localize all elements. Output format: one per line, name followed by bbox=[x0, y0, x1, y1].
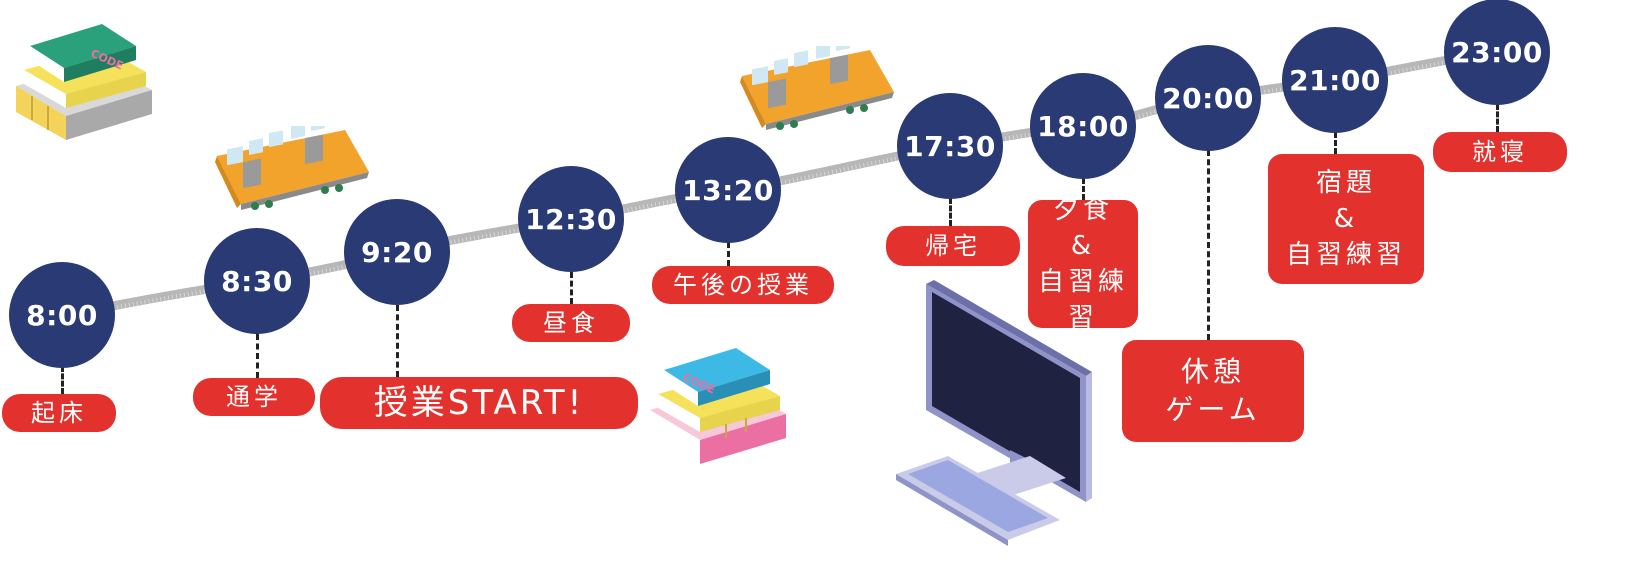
activity-label: 通学 bbox=[193, 378, 315, 416]
desktop-computer-icon bbox=[896, 280, 1092, 546]
activity-label: 授業START! bbox=[320, 377, 638, 429]
time-node: 12:30 bbox=[518, 166, 624, 272]
time-node: 17:30 bbox=[897, 93, 1003, 199]
train-icon bbox=[215, 126, 369, 210]
activity-label: 休憩 ゲーム bbox=[1122, 340, 1304, 442]
time-node: 9:20 bbox=[344, 199, 450, 305]
time-node: 13:20 bbox=[675, 137, 781, 243]
activity-label: 夕食 & 自習練習 bbox=[1028, 195, 1138, 333]
train-icon bbox=[740, 46, 894, 130]
activity-label: 午後の授業 bbox=[652, 266, 834, 304]
books-stack-icon: CODE bbox=[16, 24, 152, 140]
time-node: 20:00 bbox=[1155, 45, 1261, 151]
activity-label: 起床 bbox=[2, 394, 116, 432]
activity-label: 就寝 bbox=[1433, 132, 1567, 172]
activity-label: 宿題 & 自習練習 bbox=[1268, 154, 1424, 284]
time-node: 8:30 bbox=[204, 228, 310, 334]
time-node: 8:00 bbox=[9, 262, 115, 368]
activity-label: 帰宅 bbox=[886, 226, 1020, 266]
time-node: 23:00 bbox=[1444, 0, 1550, 105]
time-node: 18:00 bbox=[1030, 73, 1136, 179]
books-stack-icon: CODE bbox=[650, 348, 786, 464]
activity-label: 昼食 bbox=[512, 304, 630, 342]
time-node: 21:00 bbox=[1282, 27, 1388, 133]
